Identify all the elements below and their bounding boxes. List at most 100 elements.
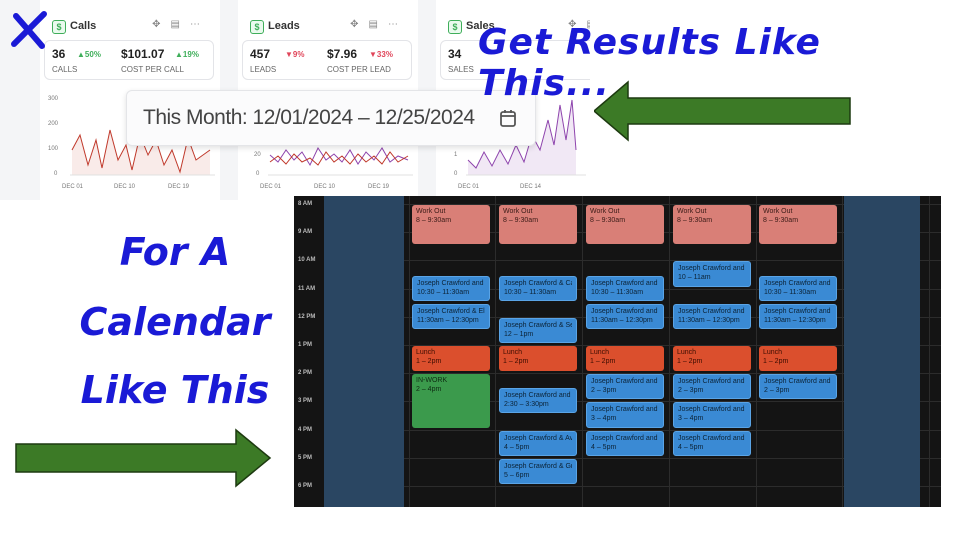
event-time: 11:30am – 12:30pm	[417, 316, 479, 324]
more-icon[interactable]: ⋯	[190, 19, 210, 30]
event-title: Lunch	[677, 349, 697, 356]
event-time: 2 – 4pm	[416, 386, 442, 394]
stat-delta: ▲19%	[175, 50, 199, 59]
event-title: Joseph Crawford and	[504, 392, 571, 400]
y-tick: 0	[54, 171, 58, 177]
time-label: 1 PM	[298, 342, 313, 348]
x-tick: DEC 19	[368, 184, 390, 190]
time-label: 3 PM	[298, 398, 313, 405]
event-title: Joseph Crawford & Gr	[504, 462, 572, 470]
event-time: 1 – 2pm	[590, 358, 616, 365]
more-icon[interactable]: ⋯	[388, 19, 408, 30]
event-time: 11:30am – 12:30pm	[678, 316, 740, 324]
sales-line-chart	[466, 99, 586, 176]
move-icon[interactable]: ✥	[350, 19, 369, 30]
panel-tools[interactable]: ✥▤⋯	[350, 19, 408, 30]
day-divider	[409, 196, 410, 507]
stat-value: 36	[52, 47, 66, 61]
event-time: 2 – 3pm	[591, 387, 617, 395]
event-title: Work Out	[677, 208, 707, 215]
event-title: Lunch	[503, 349, 523, 356]
stat-label: COST PER LEAD	[327, 65, 391, 74]
dollar-icon: $	[448, 20, 462, 34]
clipboard-icon[interactable]: ▤	[368, 19, 388, 30]
stat-value: $101.07	[121, 47, 165, 61]
workout-event[interactable]: Work Out 8 – 9:30am	[499, 205, 577, 245]
x-tick: DEC 01	[458, 184, 480, 190]
day-divider	[842, 196, 843, 507]
leads-line-chart	[268, 146, 413, 176]
move-icon[interactable]: ✥	[568, 19, 587, 30]
dollar-icon: $	[52, 20, 66, 34]
day-divider	[495, 196, 496, 507]
event-title: Work Out	[503, 208, 533, 215]
event-time: 10:30 – 11:30am	[591, 288, 644, 296]
time-label: 5 PM	[298, 454, 313, 461]
stat-label: COST PER CALL	[121, 65, 184, 74]
move-icon[interactable]: ✥	[152, 19, 171, 30]
time-label: 6 PM	[298, 483, 313, 489]
panel-title: Calls	[70, 20, 97, 32]
event-time: 2 – 3pm	[678, 387, 704, 395]
x-tick: DEC 10	[114, 184, 136, 190]
y-tick: 300	[48, 96, 59, 102]
panel-title: Leads	[268, 20, 300, 32]
event-title: Joseph Crawford and	[591, 406, 658, 414]
x-tick: DEC 01	[62, 184, 84, 190]
calendar-icon[interactable]	[499, 108, 517, 128]
event-title: Joseph Crawford and	[764, 279, 831, 287]
time-label: 9 AM	[298, 229, 313, 236]
event-time: 11:30am – 12:30pm	[764, 316, 826, 324]
event-title: Lunch	[416, 349, 436, 356]
clipboard-icon[interactable]: ▤	[587, 19, 590, 30]
event-title: Lunch	[590, 349, 610, 356]
lunch-event[interactable]: Lunch 1 – 2pm	[586, 346, 664, 372]
event-time: 11:30am – 12:30pm	[591, 316, 653, 324]
analytics-dashboard: $ Calls ✥▤⋯ 36 ▲50% CALLS $101.07 ▲19% C…	[0, 0, 590, 200]
event-time: 2 – 3pm	[764, 387, 790, 395]
clipboard-icon[interactable]: ▤	[170, 19, 190, 30]
panel-tools[interactable]: ✥▤⋯	[152, 19, 210, 30]
time-label: 8 AM	[298, 201, 313, 207]
event-time: 4 – 5pm	[591, 443, 617, 451]
event-title: Work Out	[590, 208, 620, 215]
event-time: 8 – 9:30am	[503, 217, 539, 224]
event-title: Joseph Crawford and	[764, 307, 831, 315]
event-time: 10 – 11am	[678, 274, 711, 282]
event-title: Lunch	[763, 349, 783, 356]
panel-tools[interactable]: ✥▤	[568, 19, 590, 30]
date-range-picker[interactable]: This Month: 12/01/2024 – 12/25/2024	[126, 90, 536, 146]
x-tick: DEC 01	[260, 184, 282, 190]
hour-gridline	[324, 345, 941, 346]
y-tick: 100	[48, 146, 59, 152]
